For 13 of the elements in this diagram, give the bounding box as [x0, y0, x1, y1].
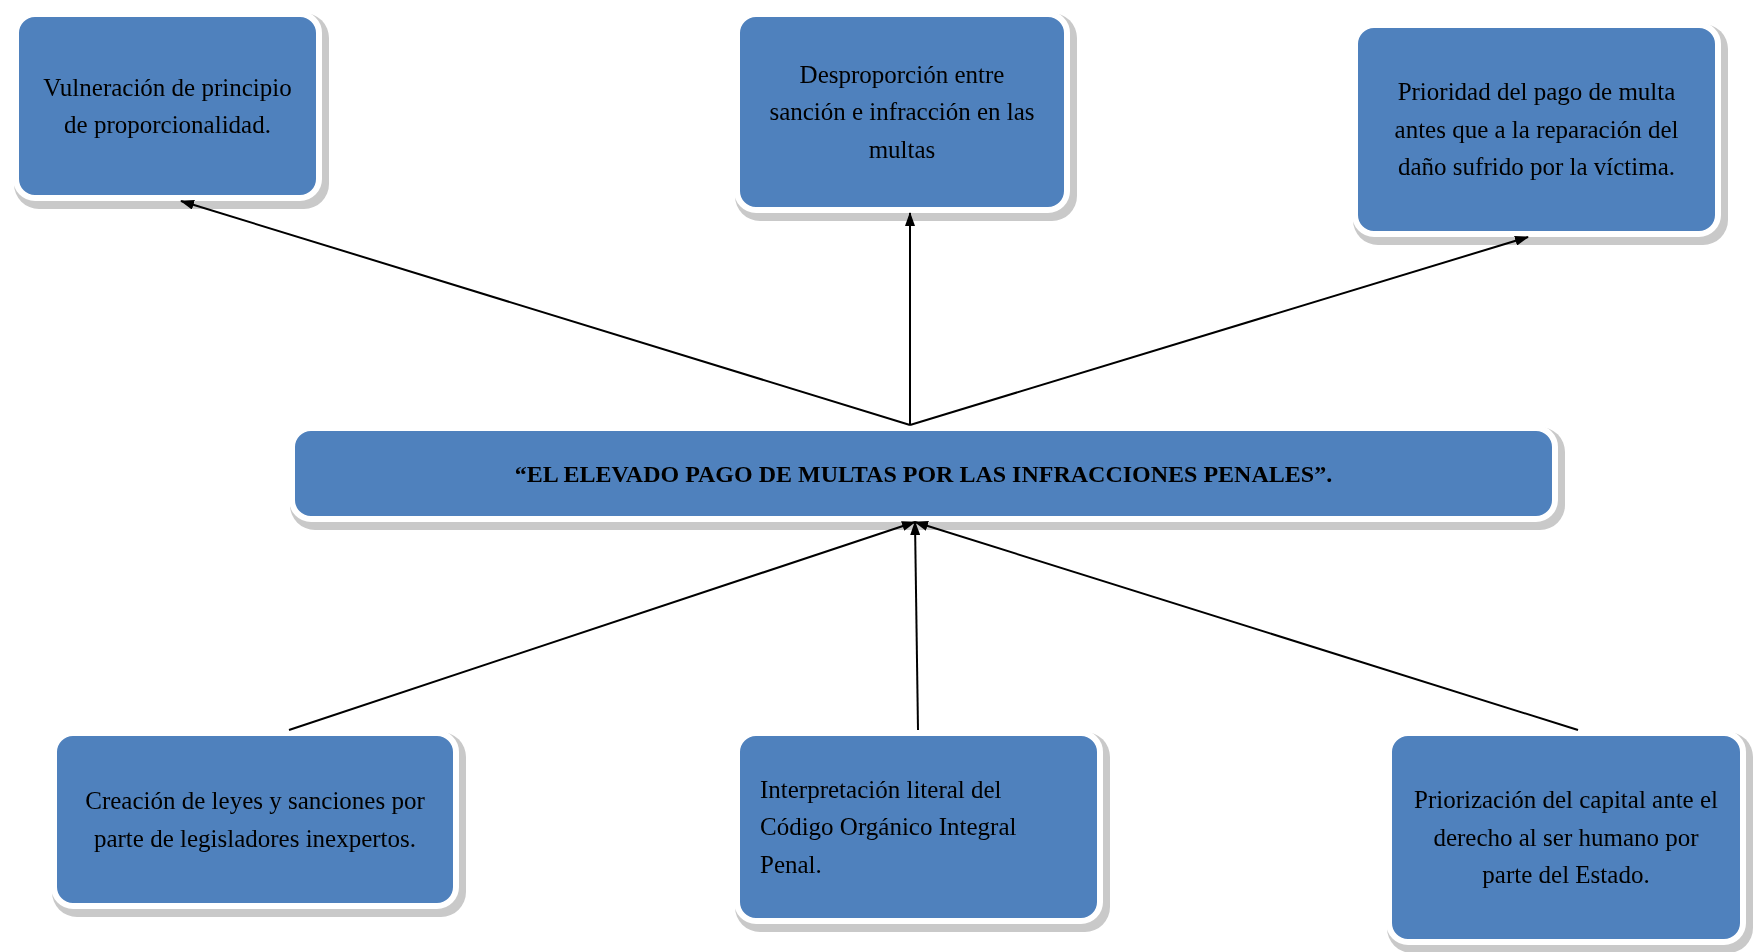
box-text: “EL ELEVADO PAGO DE MULTAS POR LAS INFRACCIONES PENALES”.: [513, 459, 1334, 489]
arrow: [914, 521, 1579, 731]
box-text: Vulneración de principio de proporcionalidad.: [42, 72, 293, 140]
arrow: [910, 521, 921, 731]
arrow: [909, 236, 1529, 426]
box-text: Interpretación literal del Código Orgánico Integral Penal.: [760, 774, 1018, 880]
arrow: [180, 200, 911, 426]
box-text: Creación de leyes y sanciones por parte de legisladores inexpertos.: [84, 786, 426, 854]
box-text: Priorización del capital ante el derecho al ser humano por parte del Estado.: [1413, 785, 1719, 891]
arrow: [905, 212, 915, 426]
arrow: [288, 521, 916, 731]
box-text: Prioridad del pago de multa antes que a la reparación del daño sufrido por la víctima.: [1393, 77, 1680, 183]
box-text: Desproporción entre sanción e infracción en las multas: [768, 59, 1036, 165]
